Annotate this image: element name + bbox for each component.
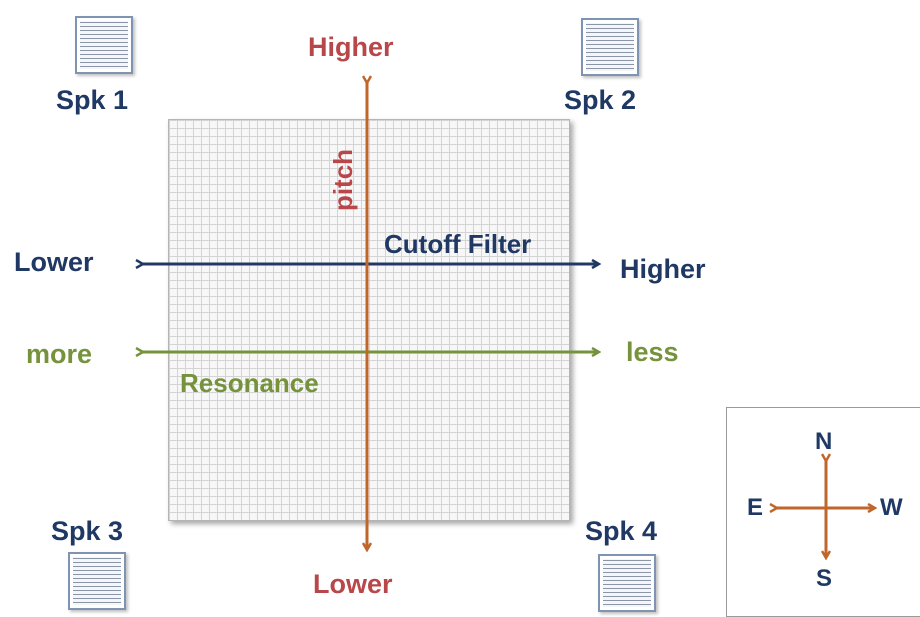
speaker-3-label: Spk 3: [51, 516, 124, 546]
cutoff-lower-label: Lower: [14, 247, 94, 277]
resonance-less-label: less: [626, 337, 679, 367]
speaker-1-label: Spk 1: [56, 85, 129, 115]
speaker-4-label: Spk 4: [585, 516, 658, 546]
speaker-1-icon: [75, 16, 133, 74]
compass-north-label: N: [815, 428, 833, 455]
compass-south-label: S: [816, 565, 833, 592]
speaker-2-icon: [581, 18, 639, 76]
cutoff-higher-label: Higher: [620, 254, 706, 284]
cutoff-filter-label: Cutoff Filter: [384, 229, 532, 259]
speaker-3-icon: [68, 552, 126, 610]
pitch-lower-label: Lower: [313, 569, 393, 599]
compass-west-label: W: [880, 494, 903, 521]
pitch-higher-label: Higher: [308, 32, 394, 62]
resonance-label: Resonance: [180, 368, 319, 398]
speaker-4-icon: [598, 554, 656, 612]
compass-east-label: E: [747, 494, 764, 521]
speaker-2-label: Spk 2: [564, 85, 637, 115]
resonance-more-label: more: [26, 339, 93, 369]
